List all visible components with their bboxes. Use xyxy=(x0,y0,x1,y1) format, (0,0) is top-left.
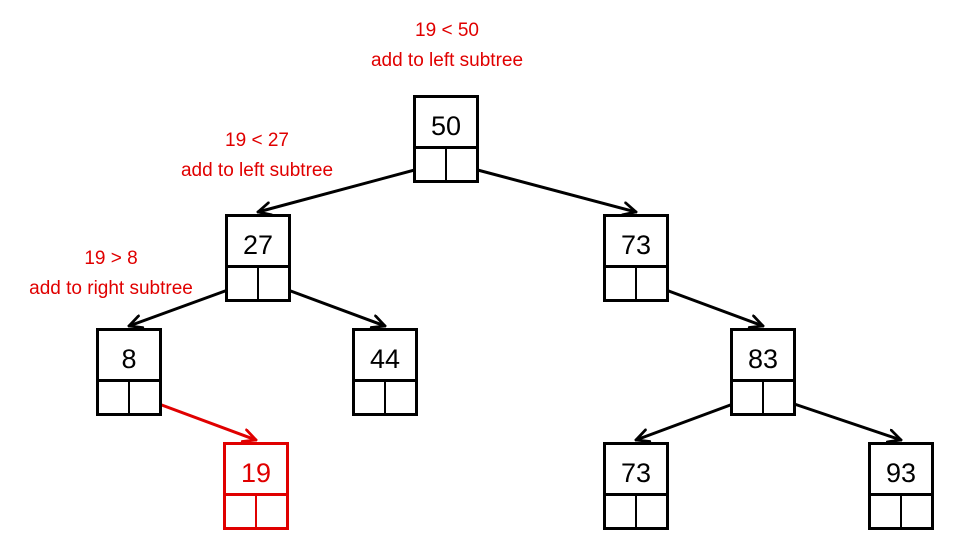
left-pointer xyxy=(603,268,637,302)
annotation-step-3: 19 > 8 add to right subtree xyxy=(12,244,210,304)
tree-node-27: 27 xyxy=(225,214,291,302)
right-pointer xyxy=(259,268,291,302)
left-pointer xyxy=(413,149,447,183)
annotation-step-3-comparison: 19 > 8 xyxy=(84,248,138,269)
left-pointer xyxy=(603,496,637,530)
tree-node-8: 8 xyxy=(96,328,162,416)
node-value: 73 xyxy=(620,457,652,488)
tree-node-83: 83 xyxy=(730,328,796,416)
annotation-step-1-action: add to left subtree xyxy=(370,50,524,71)
node-value: 19 xyxy=(240,457,272,488)
node-pointers xyxy=(352,379,418,416)
tree-node-93: 93 xyxy=(868,442,934,530)
annotation-step-2-comparison: 19 < 27 xyxy=(225,130,289,151)
node-pointers xyxy=(730,379,796,416)
node-pointers xyxy=(603,493,669,530)
left-pointer xyxy=(96,382,130,416)
left-pointer xyxy=(223,496,257,530)
right-pointer xyxy=(130,382,162,416)
node-value: 93 xyxy=(885,457,917,488)
edge-n27-to-n8 xyxy=(127,283,243,326)
right-pointer xyxy=(257,496,289,530)
left-pointer xyxy=(352,382,386,416)
edge-n50-to-n73a xyxy=(461,164,638,212)
tree-node-19-inserted: 19 xyxy=(223,442,289,530)
right-pointer xyxy=(637,496,669,530)
annotation-step-1: 19 < 50 add to left subtree xyxy=(357,16,537,76)
edge-n50-to-n27 xyxy=(256,164,431,212)
tree-node-73: 73 xyxy=(603,214,669,302)
tree-node-44: 44 xyxy=(352,328,418,416)
node-value: 73 xyxy=(620,229,652,260)
node-pointers xyxy=(868,493,934,530)
node-value: 8 xyxy=(121,343,137,374)
node-pointers xyxy=(603,265,669,302)
edge-n83-to-n73b xyxy=(634,397,748,440)
right-pointer xyxy=(637,268,669,302)
node-pointers xyxy=(225,265,291,302)
tree-node-73-leaf: 73 xyxy=(603,442,669,530)
node-value: 44 xyxy=(369,343,401,374)
annotation-step-1-comparison: 19 < 50 xyxy=(415,20,479,41)
node-value: 83 xyxy=(747,343,779,374)
edge-n8-to-n19 xyxy=(144,397,258,440)
node-value: 50 xyxy=(430,110,462,141)
annotation-step-2: 19 < 27 add to left subtree xyxy=(166,126,348,186)
right-pointer xyxy=(764,382,796,416)
node-value: 27 xyxy=(242,229,274,260)
annotation-step-3-action: add to right subtree xyxy=(29,278,193,299)
tree-node-50: 50 xyxy=(413,95,479,183)
edge-n83-to-n93 xyxy=(778,397,903,440)
left-pointer xyxy=(730,382,764,416)
node-pointers xyxy=(96,379,162,416)
right-pointer xyxy=(902,496,934,530)
node-pointers xyxy=(413,146,479,183)
right-pointer xyxy=(447,149,479,183)
left-pointer xyxy=(868,496,902,530)
annotation-step-2-action: add to left subtree xyxy=(180,160,334,181)
left-pointer xyxy=(225,268,259,302)
edge-n73a-to-n83 xyxy=(651,283,765,326)
right-pointer xyxy=(386,382,418,416)
edge-n27-to-n44 xyxy=(273,283,387,326)
node-pointers xyxy=(223,493,289,530)
